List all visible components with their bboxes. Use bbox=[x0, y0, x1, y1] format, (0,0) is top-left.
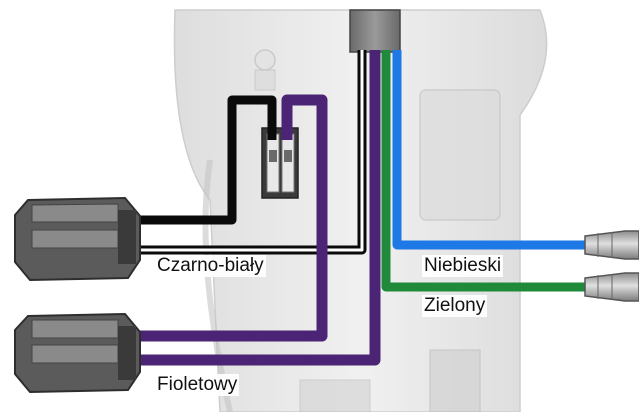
lever-connector-bottom bbox=[14, 312, 141, 394]
lever-connector-top bbox=[14, 196, 141, 282]
label-green: Zielony bbox=[422, 295, 488, 317]
label-violet: Fioletowy bbox=[155, 374, 240, 396]
wire-black bbox=[135, 95, 277, 225]
wire-violet-upper bbox=[135, 94, 328, 342]
wire-blue bbox=[392, 50, 590, 250]
ferrule-blue bbox=[584, 230, 639, 260]
label-black-white: Czarno-biały bbox=[155, 255, 266, 277]
terminal-block bbox=[261, 127, 299, 199]
ferrule-green bbox=[584, 272, 639, 302]
wire-black-white bbox=[135, 50, 367, 255]
cable-sheath bbox=[349, 9, 401, 53]
wire-violet-lower bbox=[135, 50, 381, 366]
label-blue: Niebieski bbox=[422, 255, 504, 277]
wire-green bbox=[381, 50, 590, 292]
